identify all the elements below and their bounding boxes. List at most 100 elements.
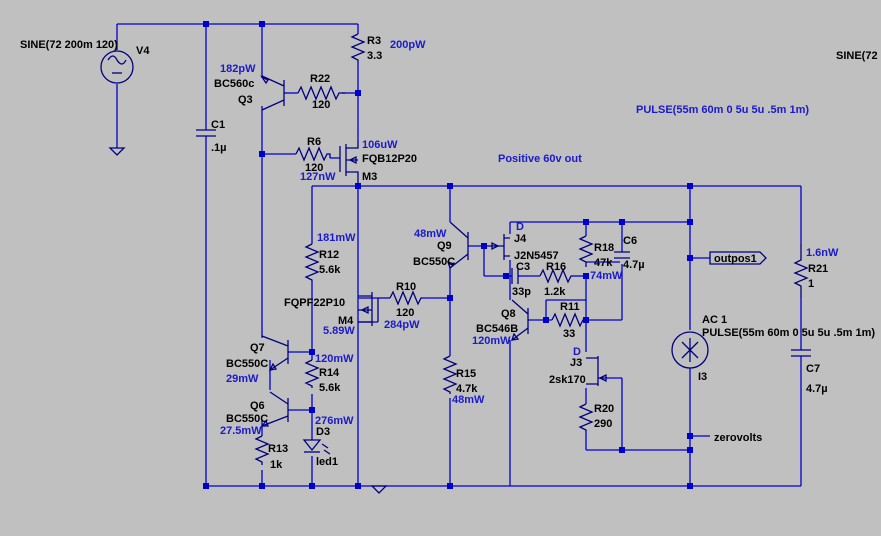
q7-transistor-symbol[interactable]: [261, 335, 289, 371]
r6-resistor-symbol[interactable]: [295, 146, 331, 162]
r16-value-label: 1.2k: [544, 286, 566, 298]
j3-jfet-symbol[interactable]: [586, 356, 607, 386]
q9-power-label: 48mW: [414, 228, 447, 240]
m3-mosfet-symbol[interactable]: [339, 140, 359, 184]
q9-transistor-symbol[interactable]: [446, 221, 469, 270]
r21-power-label: 1.6nW: [806, 247, 839, 259]
r12-power-label: 181mW: [317, 232, 356, 244]
wires: [116, 23, 802, 487]
c6-capacitor-symbol[interactable]: [614, 251, 630, 259]
labels: SINE(72 200m 120) V4 SINE(72 2 C1 .1µ R3…: [20, 35, 881, 471]
c7-capacitor-symbol[interactable]: [791, 349, 811, 396]
d3-led-symbol[interactable]: [302, 439, 331, 455]
r18-power-label: 74mW: [590, 270, 623, 282]
q9-model-label: BC550C: [413, 256, 455, 268]
q6-name-label: Q6: [250, 400, 265, 412]
r21-name-label: R21: [808, 263, 828, 275]
r20-value-label: 290: [594, 418, 612, 430]
r21-value-label: 1: [808, 278, 814, 290]
c3-capacitor-symbol[interactable]: [511, 268, 522, 284]
r3-name-label: R3: [367, 35, 381, 47]
m4-model-label: FQPF22P10: [284, 297, 345, 309]
junctions: [203, 21, 693, 489]
d3-name-label: D3: [316, 426, 330, 438]
i3-source-symbol[interactable]: [671, 331, 709, 369]
q7-power-label: 29mW: [226, 373, 259, 385]
r13-value-label: 1k: [270, 459, 283, 471]
r6-power-label: 127nW: [300, 171, 336, 183]
r3-value-label: 3.3: [367, 50, 382, 62]
d3-model-label: led1: [316, 456, 338, 468]
r10-resistor-symbol[interactable]: [389, 290, 422, 306]
j4-name-label: J4: [514, 233, 527, 245]
j4-pin-label: D: [516, 221, 524, 233]
j3-model-label: 2sk170: [549, 374, 586, 386]
r12-resistor-symbol[interactable]: [304, 243, 320, 282]
q8-name-label: Q8: [501, 308, 516, 320]
v4-value-label: SINE(72 200m 120): [20, 39, 118, 51]
q7-name-label: Q7: [250, 342, 265, 354]
net-comment-label: Positive 60v out: [498, 153, 582, 165]
m3-power-label: 106uW: [362, 139, 398, 151]
q6-power-label: 27.5mW: [220, 425, 262, 437]
j4-model-label: J2N5457: [514, 250, 559, 262]
c6-value-label: 4.7µ: [623, 259, 645, 271]
m4-power-label: 5.89W: [323, 325, 355, 337]
q3-model-label: BC560c: [214, 78, 254, 90]
v4-source-symbol[interactable]: [100, 50, 134, 84]
outpos-net-flag[interactable]: [709, 251, 767, 265]
j4-jfet-symbol[interactable]: [486, 234, 510, 260]
i3-pulse-label: PULSE(55m 60m 0 5u 5u .5m 1m): [702, 327, 875, 339]
j3-pin-label: D: [573, 346, 581, 358]
zerovolts-net-label[interactable]: zerovolts: [714, 432, 762, 444]
r3-resistor-symbol[interactable]: [350, 33, 366, 62]
outpos-net-label[interactable]: outpos1: [714, 253, 757, 265]
i3-name-label: I3: [698, 371, 707, 383]
r11-value-label: 33: [563, 328, 575, 340]
r14-resistor-symbol[interactable]: [304, 359, 320, 388]
r12-name-label: R12: [319, 249, 339, 261]
r6-value-label: 120: [305, 162, 323, 174]
m4-mosfet-symbol[interactable]: [358, 292, 379, 326]
r16-name-label: R16: [546, 261, 566, 273]
r21-resistor-symbol[interactable]: [793, 244, 809, 298]
q8-model-label: BC546B: [476, 323, 518, 335]
edge-source-label: SINE(72 2: [836, 50, 881, 62]
c1-capacitor-symbol[interactable]: [196, 118, 216, 148]
top-pulse-label: PULSE(55m 60m 0 5u 5u .5m 1m): [636, 104, 809, 116]
r10-value-label: 120: [396, 307, 414, 319]
c7-value-label: 4.7µ: [806, 383, 828, 395]
r15-resistor-symbol[interactable]: [442, 355, 458, 394]
r15-value-label: 4.7k: [456, 383, 478, 395]
m4-name-label: M4: [338, 315, 354, 327]
r11-resistor-symbol[interactable]: [551, 312, 584, 328]
r18-resistor-symbol[interactable]: [578, 235, 594, 267]
r12-value-label: 5.6k: [319, 264, 341, 276]
r13-resistor-symbol[interactable]: [254, 435, 270, 465]
r18-value-label: 47k: [594, 257, 613, 269]
r22-resistor-symbol[interactable]: [297, 85, 345, 101]
q6-transistor-symbol[interactable]: [260, 391, 289, 427]
r10-power-label: 284pW: [384, 319, 420, 331]
r15-name-label: R15: [456, 368, 476, 380]
c7-name-label: C7: [806, 363, 820, 375]
m3-name-label: M3: [362, 171, 377, 183]
q3-transistor-symbol[interactable]: [260, 75, 285, 111]
r22-value-label: 120: [312, 99, 330, 111]
q3-power-label: 182pW: [220, 63, 256, 75]
c6-name-label: C6: [623, 235, 637, 247]
v4-name-label: V4: [136, 45, 150, 57]
d3-power-label: 276mW: [315, 415, 354, 427]
r20-resistor-symbol[interactable]: [578, 403, 594, 432]
r14-name-label: R14: [319, 367, 340, 379]
ground-symbol: [108, 147, 126, 156]
ground-symbol: [370, 485, 388, 494]
r16-resistor-symbol[interactable]: [539, 268, 574, 284]
r3-power-label: 200pW: [390, 39, 426, 51]
q9-name-label: Q9: [437, 240, 452, 252]
r6-name-label: R6: [307, 136, 321, 148]
q8-transistor-symbol[interactable]: [511, 299, 529, 341]
r10-name-label: R10: [396, 281, 416, 293]
